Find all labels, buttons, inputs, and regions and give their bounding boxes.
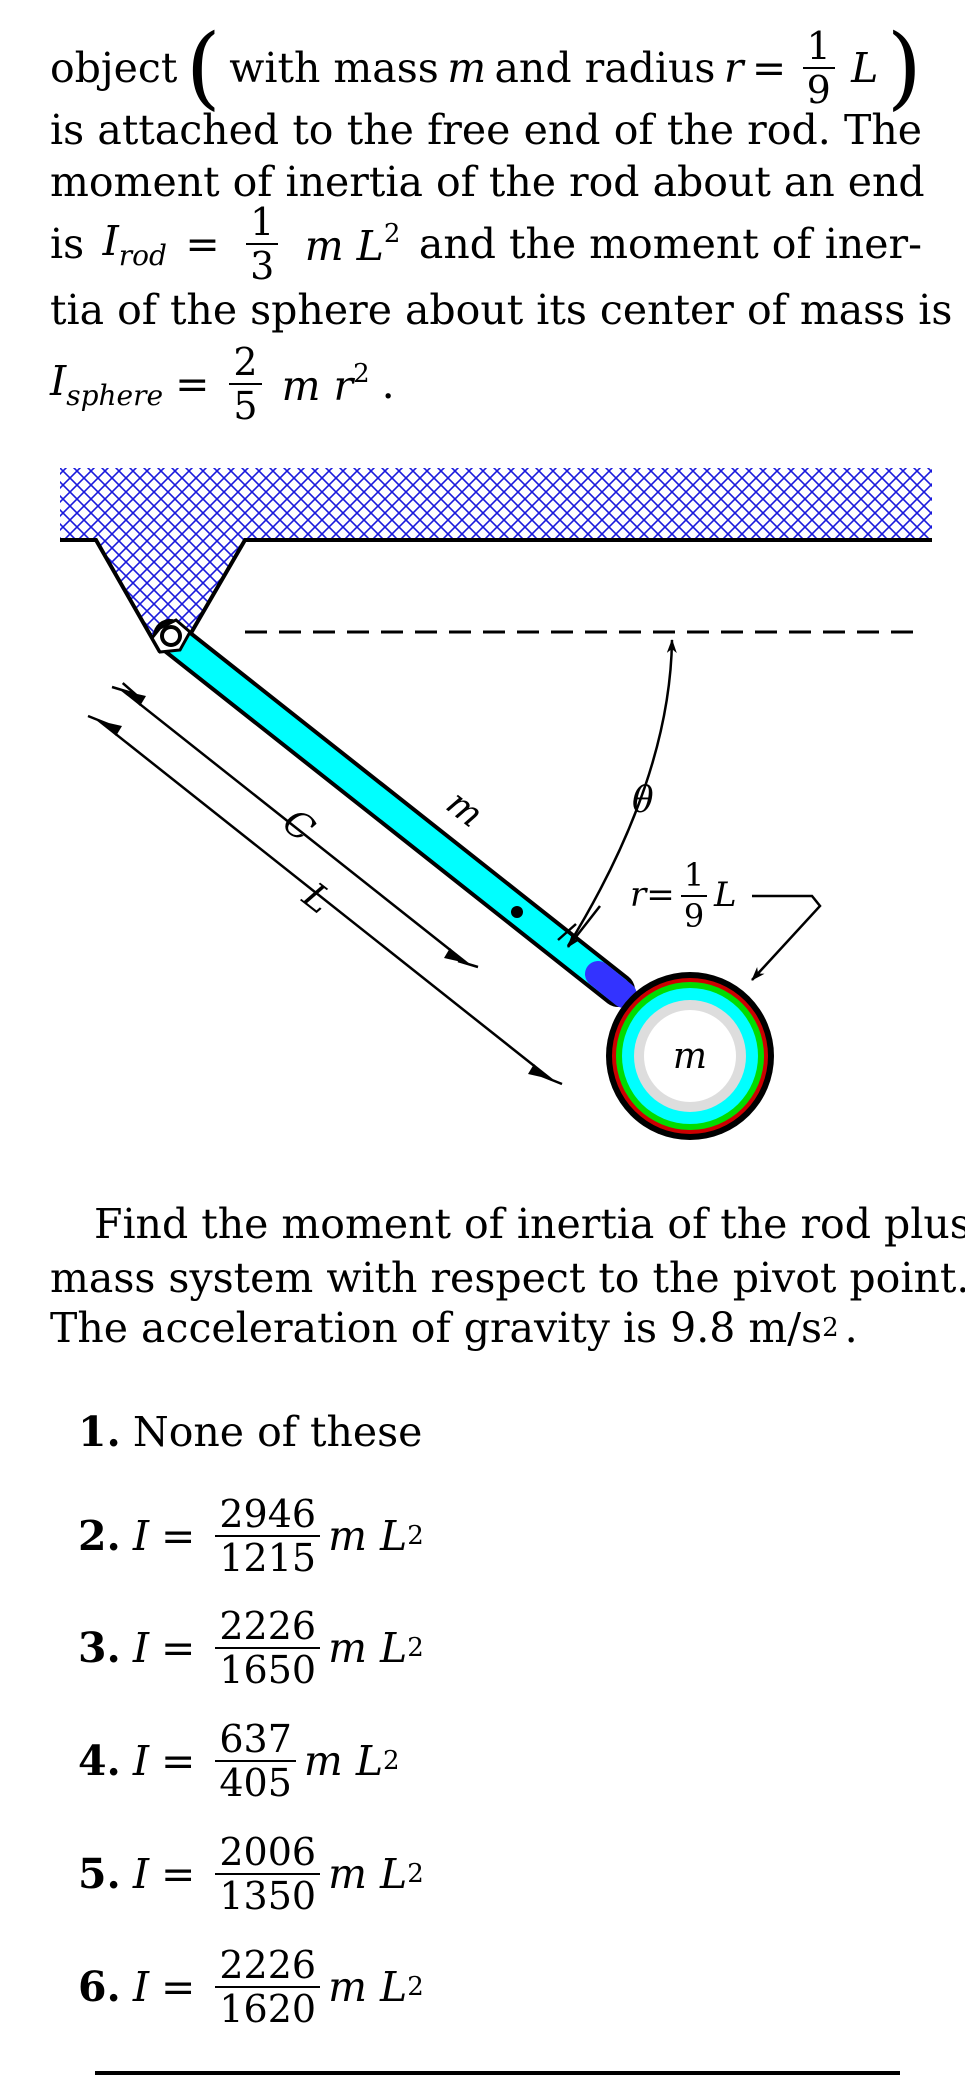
dimension-L xyxy=(87,714,563,1086)
intro-line-5: tia of the sphere about its center of ma… xyxy=(50,278,953,342)
svg-text:1: 1 xyxy=(684,856,704,894)
intro-fraction-1-9: 1 9 xyxy=(802,27,835,109)
intro-paren-open: ( xyxy=(185,15,221,120)
intro-line-3: moment of inertia of the rod about an en… xyxy=(50,150,925,214)
intro-line-6: Isphere = 2 5 m r2 . xyxy=(50,343,395,425)
choice-6-fraction: 2226 1620 xyxy=(215,1946,321,2028)
label-r-equals-ninth-L: r= 1 9 L xyxy=(630,856,737,935)
intro-mr2: m r2 xyxy=(281,358,370,410)
choice-5-fraction: 2006 1350 xyxy=(215,1833,321,1915)
intro-fraction-1-3: 1 3 xyxy=(246,203,279,285)
intro-eq-rod: = xyxy=(185,220,220,268)
intro-line-4-rest: and the moment of iner- xyxy=(418,220,922,268)
label-theta: θ xyxy=(632,780,654,821)
choice-4-fraction: 637 405 xyxy=(215,1720,296,1802)
question-line-2: mass system with respect to the pivot po… xyxy=(50,1246,965,1310)
svg-text:r=: r= xyxy=(630,875,675,915)
pendulum-figure: m θ C L r= 1 9 L m xyxy=(60,468,932,1140)
bottom-divider xyxy=(95,2071,900,2075)
intro-fraction-2-5: 2 5 xyxy=(229,343,262,425)
intro-word-object: object xyxy=(50,44,178,92)
intro-eq: = xyxy=(751,44,787,92)
intro-and-radius: and radius xyxy=(494,44,716,92)
svg-text:9: 9 xyxy=(684,897,704,935)
radius-pointer-arrow xyxy=(751,894,822,981)
intro-line-3-text: moment of inertia of the rod about an en… xyxy=(50,158,925,206)
label-sphere-mass: m xyxy=(673,1036,707,1077)
choice-1[interactable]: 1. None of these xyxy=(78,1408,423,1456)
question-line-2-text: mass system with respect to the pivot po… xyxy=(50,1254,965,1302)
intro-I-sphere: Isphere xyxy=(50,356,164,412)
theta-angle-arc xyxy=(566,639,677,947)
ceiling-support xyxy=(60,468,932,654)
choice-3-fraction: 2226 1650 xyxy=(215,1607,321,1689)
question-gravity-text: The acceleration of gravity is 9.8 m/s xyxy=(50,1304,823,1352)
intro-mL2: m L2 xyxy=(304,218,401,270)
sphere xyxy=(606,972,774,1140)
intro-m: m xyxy=(447,44,487,92)
intro-line-5-text: tia of the sphere about its center of ma… xyxy=(50,286,953,334)
question-line-1: Find the moment of inertia of the rod pl… xyxy=(50,1192,965,1256)
intro-is: is xyxy=(50,220,85,268)
intro-line-2-text: is attached to the free end of the rod. … xyxy=(50,106,922,154)
theta-arc-start-arrow xyxy=(567,905,601,948)
intro-line-1: object ( with mass m and radius r = 1 9 … xyxy=(50,23,922,113)
intro-with-mass: with mass xyxy=(229,44,439,92)
pivot-point xyxy=(150,618,192,654)
rod xyxy=(153,619,637,1008)
svg-text:L: L xyxy=(713,875,737,915)
dimension-C xyxy=(111,682,479,969)
intro-paren-close: ) xyxy=(886,15,922,120)
intro-line-4: is Irod = 1 3 m L2 and the moment of ine… xyxy=(50,203,922,285)
intro-eq-sphere: = xyxy=(175,360,210,408)
intro-line-2: is attached to the free end of the rod. … xyxy=(50,98,922,162)
choice-2-fraction: 2946 1215 xyxy=(215,1495,321,1577)
question-line-1-text: Find the moment of inertia of the rod pl… xyxy=(94,1200,965,1248)
intro-period: . xyxy=(381,360,395,408)
intro-L: L xyxy=(851,44,879,92)
label-rod-mass: m xyxy=(438,783,490,836)
intro-r: r xyxy=(723,44,744,92)
rod-center-dot xyxy=(511,906,523,918)
intro-I-rod: Irod xyxy=(102,216,167,272)
